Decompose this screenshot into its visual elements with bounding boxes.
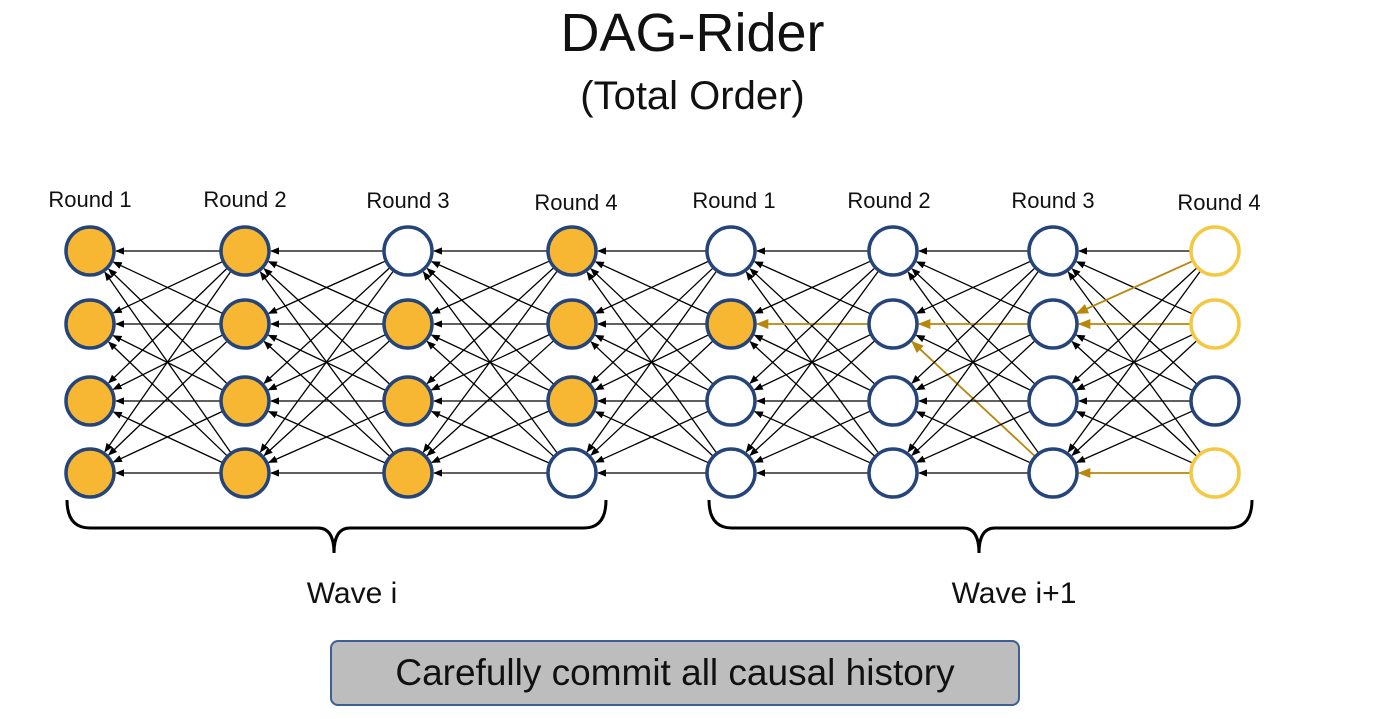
wave-braces — [65, 499, 1254, 554]
dag-edge — [108, 340, 228, 456]
dag-node-empty — [867, 447, 919, 499]
diagram-title: DAG-Rider — [560, 3, 825, 63]
dag-edges — [104, 247, 1201, 479]
dag-edge — [104, 271, 232, 453]
dag-edge — [263, 340, 390, 457]
dag-node-filled — [705, 298, 757, 350]
dag-node-filled — [64, 298, 116, 350]
dag-node-filled — [546, 375, 598, 427]
commit-banner-text: Carefully commit all causal history — [395, 652, 955, 693]
wave-i-plus-1-label: Wave i+1 — [952, 577, 1077, 610]
round-label-wave1-r4: Round 4 — [534, 190, 617, 215]
round-label-wave2-r4: Round 4 — [1177, 190, 1260, 215]
dag-nodes — [64, 225, 1241, 499]
dag-edge — [112, 410, 223, 463]
dag-node-empty — [867, 298, 919, 350]
wave-i-plus-1-brace — [707, 499, 1254, 554]
dag-node-yellow — [1189, 447, 1241, 499]
dag-node-empty — [1027, 375, 1079, 427]
dag-edge — [915, 260, 1031, 314]
dag-edge — [263, 267, 391, 385]
dag-edge — [745, 270, 879, 453]
round-label-wave2-r1: Round 1 — [692, 188, 775, 213]
dag-edge — [430, 260, 550, 314]
dag-edge — [753, 410, 871, 463]
dag-edge — [422, 270, 558, 453]
round-label-wave1-r2: Round 2 — [203, 187, 286, 212]
dag-edge — [911, 267, 1036, 384]
dag-edge — [430, 410, 550, 464]
diagram-subtitle: (Total Order) — [580, 74, 805, 118]
dag-node-filled — [64, 375, 116, 427]
dag-edge — [749, 340, 876, 457]
dag-edge — [1067, 270, 1201, 453]
dag-node-filled — [64, 225, 116, 277]
dag-edge — [267, 260, 386, 314]
dag-edge — [108, 267, 228, 384]
dag-edge — [753, 260, 871, 314]
round-label-wave2-r2: Round 2 — [847, 188, 930, 213]
dag-node-empty — [867, 375, 919, 427]
dag-edge — [594, 260, 709, 314]
dag-node-empty — [1027, 447, 1079, 499]
commit-banner: Carefully commit all causal history — [330, 640, 1020, 706]
dag-edge — [586, 270, 717, 453]
highlighted-edge — [1075, 260, 1193, 315]
dag-node-filled — [219, 375, 271, 427]
dag-node-empty — [705, 447, 757, 499]
dag-node-filled — [546, 225, 598, 277]
dag-edge — [267, 410, 386, 464]
dag-node-empty — [1189, 375, 1241, 427]
dag-node-filled — [546, 298, 598, 350]
dag-node-filled — [64, 447, 116, 499]
dag-node-filled — [219, 447, 271, 499]
dag-edge — [426, 267, 555, 385]
dag-edge — [594, 410, 709, 463]
dag-node-yellow — [1189, 298, 1241, 350]
dag-node-filled — [219, 298, 271, 350]
round-label-wave2-r3: Round 3 — [1011, 188, 1094, 213]
round-label-wave1-r3: Round 3 — [366, 188, 449, 213]
dag-node-yellow — [1189, 225, 1241, 277]
dag-node-empty — [705, 375, 757, 427]
dag-node-empty — [546, 447, 598, 499]
dag-node-empty — [1027, 298, 1079, 350]
dag-edge — [1075, 410, 1193, 463]
dag-node-empty — [705, 225, 757, 277]
dag-edge — [590, 267, 714, 384]
dag-node-filled — [382, 447, 434, 499]
wave-i-label: Wave i — [307, 577, 398, 610]
dag-edge — [1071, 267, 1198, 384]
round-labels: Round 1 Round 2 Round 3 Round 4 Round 1 … — [48, 187, 1260, 215]
dag-node-empty — [382, 225, 434, 277]
dag-edge — [112, 261, 223, 314]
dag-edge — [907, 270, 1039, 453]
dag-edge — [259, 270, 394, 453]
dag-node-empty — [867, 225, 919, 277]
round-label-wave1-r1: Round 1 — [48, 187, 131, 212]
dag-edge — [911, 340, 1036, 456]
dag-node-filled — [219, 225, 271, 277]
dag-edge — [590, 340, 714, 456]
dag-edge — [749, 267, 876, 384]
dag-diagram: Round 1 Round 2 Round 3 Round 4 Round 1 … — [48, 187, 1260, 610]
wave-i-brace — [65, 499, 608, 554]
dag-node-empty — [1027, 225, 1079, 277]
dag-node-filled — [382, 298, 434, 350]
dag-edge — [915, 410, 1031, 463]
dag-node-filled — [382, 375, 434, 427]
dag-edge — [1071, 340, 1198, 457]
dag-edge — [426, 340, 554, 457]
